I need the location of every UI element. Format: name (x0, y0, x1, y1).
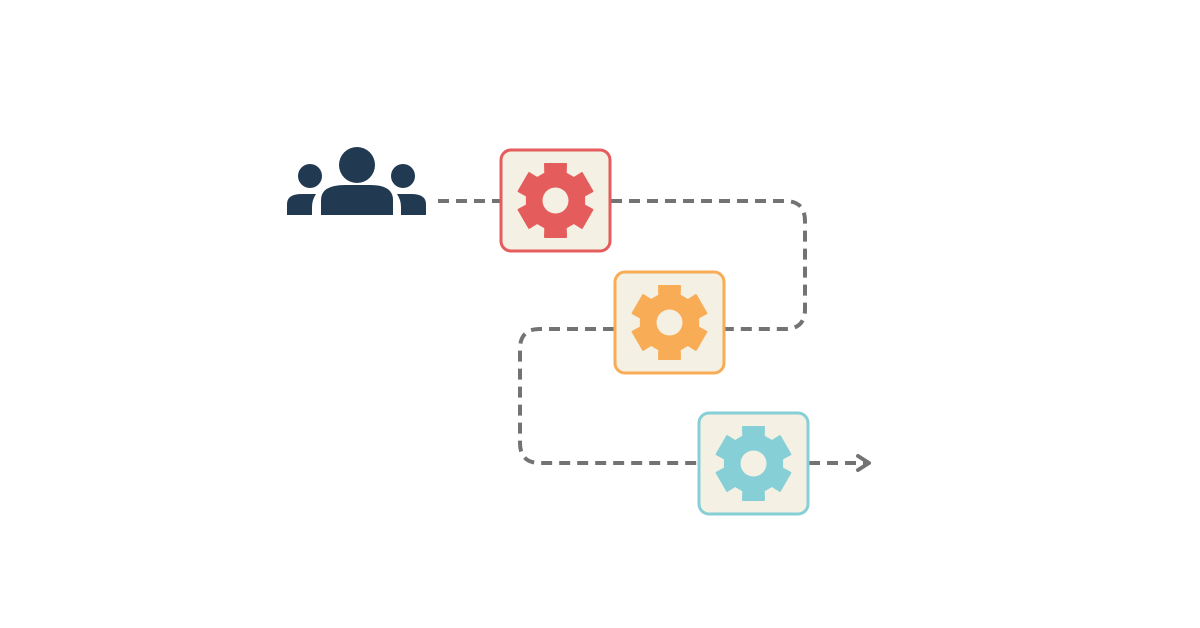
gear-icon (715, 426, 792, 501)
process-step-3 (697, 411, 810, 516)
arrow-head-icon (856, 454, 871, 472)
gear-icon (517, 163, 594, 238)
users-group-icon (287, 147, 426, 215)
process-step-2 (613, 270, 726, 375)
process-step-1 (499, 148, 612, 253)
connector-step2-to-step3 (518, 327, 698, 465)
gear-icon (631, 285, 708, 360)
connector-step1-to-step2 (611, 199, 807, 331)
